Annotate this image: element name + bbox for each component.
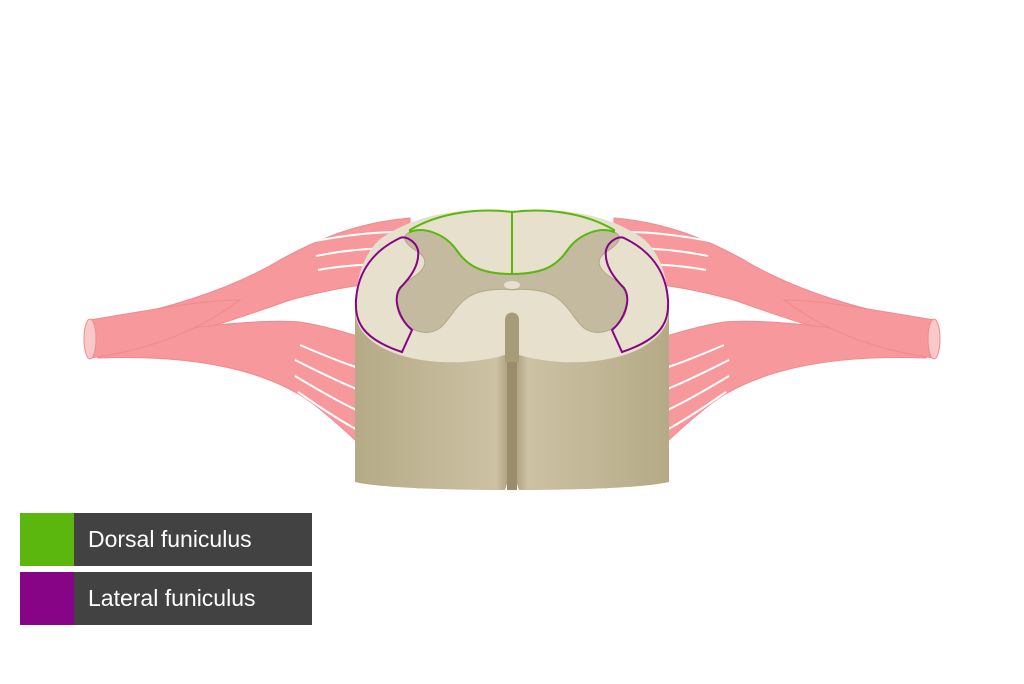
lateral-funiculus-outline (354, 236, 670, 354)
central-canal (504, 281, 520, 289)
anterior-median-fissure (507, 352, 517, 490)
legend-swatch-dorsal (20, 513, 74, 566)
spinal-cord (355, 210, 669, 490)
dorsal-funiculus-outline (409, 209, 615, 276)
left-nerve-trunk (89, 299, 242, 359)
legend-label-dorsal: Dorsal funiculus (74, 513, 312, 566)
legend-item-dorsal-funiculus: Dorsal funiculus (20, 513, 312, 566)
legend-swatch-lateral (20, 572, 74, 625)
legend: Dorsal funiculus Lateral funiculus (20, 513, 312, 631)
legend-item-lateral-funiculus: Lateral funiculus (20, 572, 312, 625)
right-nerve-trunk (782, 299, 935, 359)
legend-label-lateral: Lateral funiculus (74, 572, 312, 625)
